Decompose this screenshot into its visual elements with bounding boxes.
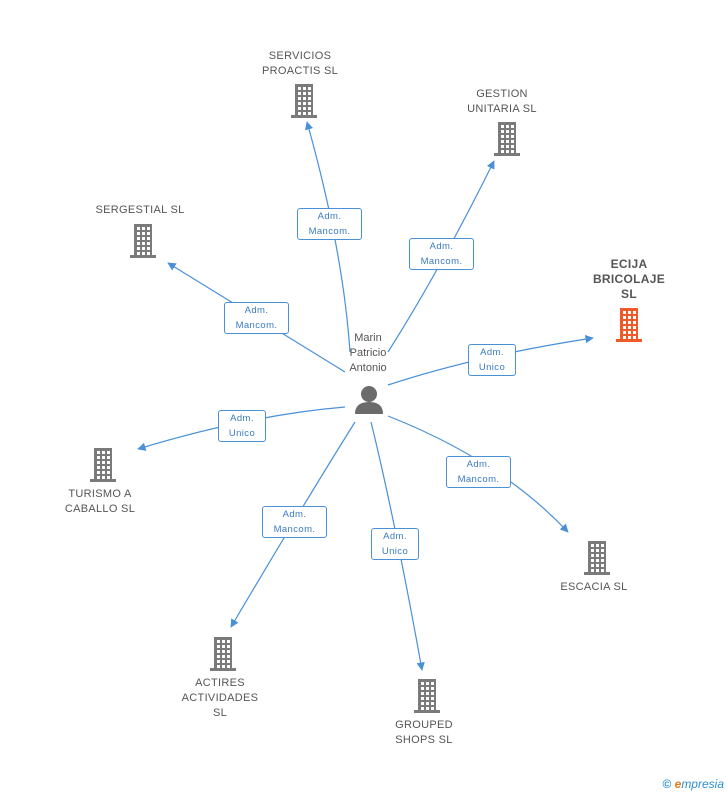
edge-servicios [305,121,351,353]
role-badge-actires: Adm. Mancom. [262,506,327,538]
company-label-actires[interactable]: ACTIRES ACTIVIDADES SL [181,677,259,719]
brand-logo-e: e [674,777,682,791]
building-icon-ecija[interactable] [616,308,642,342]
building-icon-grouped[interactable] [414,679,440,713]
copyright-icon: © [662,777,672,791]
role-badge-grouped: Adm. Unico [371,528,419,560]
brand-logo-text: mpresia [681,777,724,791]
role-badge-ecija: Adm. Unico [468,344,516,376]
building-icon-sergestial[interactable] [130,224,156,258]
building-icon-servicios[interactable] [291,84,317,118]
person-icon [355,386,383,414]
role-badge-servicios: Adm. Mancom. [297,208,362,240]
company-label-gestion[interactable]: GESTION UNITARIA SL [467,88,537,115]
company-label-escacia[interactable]: ESCACIA SL [560,581,628,593]
role-badge-gestion: Adm. Mancom. [409,238,474,270]
company-label-turismo[interactable]: TURISMO A CABALLO SL [64,488,136,515]
center-person-name[interactable]: Marin Patricio Antonio [349,332,387,374]
role-badge-escacia: Adm. Mancom. [446,456,511,488]
company-label-ecija[interactable]: ECIJA BRICOLAJE SL [592,257,666,301]
building-icon-escacia[interactable] [584,541,610,575]
role-badge-sergestial: Adm. Mancom. [224,302,289,334]
building-icon-gestion[interactable] [494,122,520,156]
role-badge-turismo: Adm. Unico [218,410,266,442]
footer-brand: © empresia [662,777,724,791]
company-label-grouped[interactable]: GROUPED SHOPS SL [395,719,453,746]
company-label-servicios[interactable]: SERVICIOS PROACTIS SL [261,50,339,77]
building-icon-actires[interactable] [210,637,236,671]
building-icon-turismo[interactable] [90,448,116,482]
company-label-sergestial[interactable]: SERGESTIAL SL [95,204,185,216]
